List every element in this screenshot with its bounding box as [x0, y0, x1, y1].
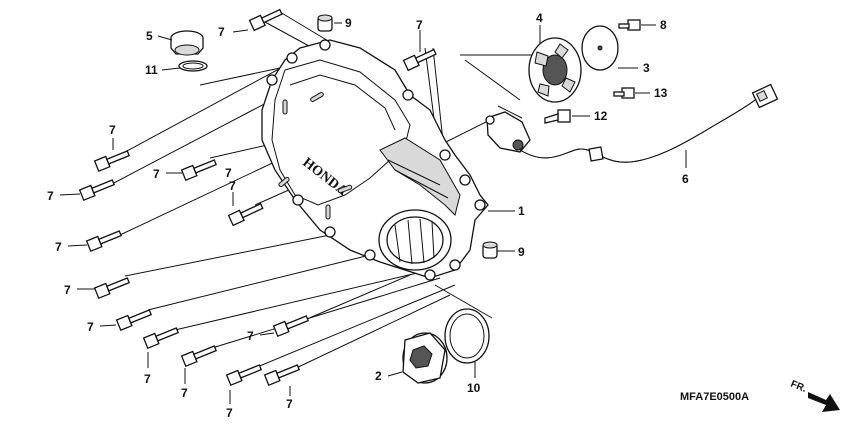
callouts: 1 2 3 4 5 6 8 9 9 10 11 12 13 7 7 7 7 7 …	[47, 11, 689, 420]
callout-9-top: 9	[345, 16, 352, 30]
callout-6: 6	[682, 172, 689, 186]
dowel-pin-top	[317, 14, 333, 32]
callout-7-n: 7	[286, 397, 293, 411]
callout-7-h: 7	[64, 283, 71, 297]
callout-7-k: 7	[181, 386, 188, 400]
o-ring-small	[178, 60, 208, 72]
callout-ticks	[59, 22, 687, 404]
callout-7-j: 7	[144, 372, 151, 386]
drawing-code: MFA7E0500A	[680, 391, 749, 403]
plug	[402, 332, 448, 384]
crankcase-cover: HONDA	[261, 39, 489, 281]
callout-10: 10	[467, 381, 481, 395]
callout-3: 3	[643, 61, 650, 75]
sensor-harness	[485, 83, 779, 163]
bolt-13	[613, 87, 635, 99]
leader-lines	[109, 11, 540, 373]
callout-7-i: 7	[87, 320, 94, 334]
callout-5: 5	[146, 29, 153, 43]
oil-filler-cap	[170, 30, 204, 56]
callout-7-c: 7	[109, 123, 116, 137]
callout-2: 2	[375, 369, 382, 383]
callout-13: 13	[654, 86, 668, 100]
front-arrow-icon	[808, 392, 840, 412]
callout-11: 11	[145, 63, 158, 77]
front-direction-label: FR.	[789, 379, 808, 395]
callout-7-g: 7	[55, 240, 62, 254]
callout-7-a: 7	[218, 25, 225, 39]
cover-plate	[581, 25, 619, 71]
front-direction-marker: FR.	[789, 379, 840, 412]
callout-7-b: 7	[416, 18, 423, 32]
o-ring-large	[444, 308, 490, 364]
callout-7-d: 7	[47, 189, 54, 203]
callout-9-bottom: 9	[518, 245, 525, 259]
rotor	[528, 37, 582, 103]
callout-1: 1	[518, 204, 525, 218]
callout-7-m: 7	[226, 406, 233, 420]
callout-8: 8	[660, 18, 667, 32]
dowel-pin-bottom	[482, 241, 498, 259]
callout-7-l: 7	[247, 329, 254, 343]
bolt-12	[544, 109, 571, 124]
bolt-8	[618, 19, 641, 31]
bolts-7	[78, 8, 437, 387]
callout-7-f: 7	[229, 179, 236, 193]
callout-7-o: 7	[225, 166, 232, 180]
callout-12: 12	[594, 109, 608, 123]
callout-7-e: 7	[153, 167, 160, 181]
callout-4: 4	[536, 11, 543, 25]
